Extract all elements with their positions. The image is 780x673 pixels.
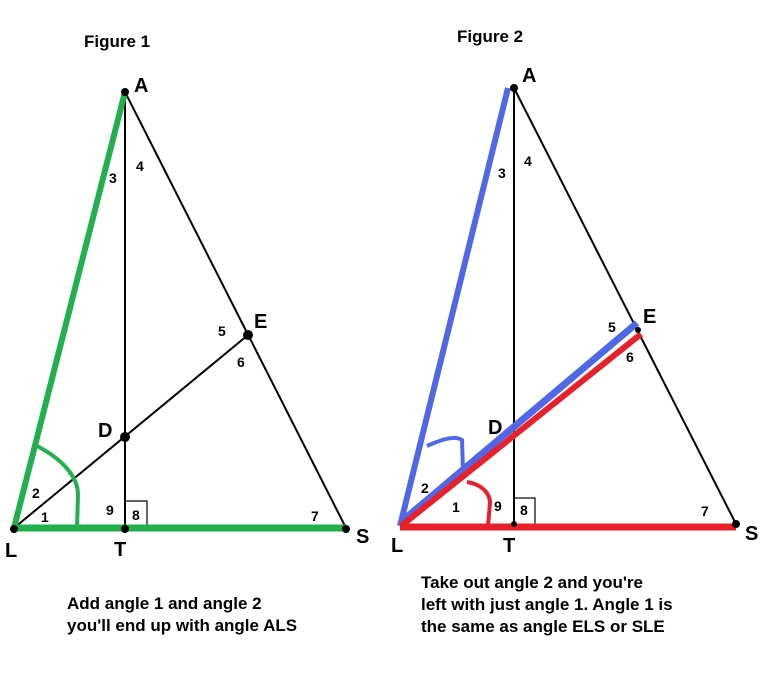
angle-4: 4 xyxy=(136,158,144,174)
angle-2: 2 xyxy=(32,485,40,501)
point-D xyxy=(120,432,130,442)
label-D: D xyxy=(488,417,502,439)
point-E xyxy=(243,330,253,340)
label-T: T xyxy=(503,535,515,557)
angle-5: 5 xyxy=(608,319,616,335)
point-A xyxy=(510,84,518,92)
angle-1: 1 xyxy=(41,509,49,525)
segment-LE-red-highlight xyxy=(399,331,643,529)
angle-6: 6 xyxy=(237,354,245,370)
label-E: E xyxy=(254,311,267,333)
angle-1: 1 xyxy=(452,499,460,515)
label-D: D xyxy=(98,420,112,442)
caption-line: the same as angle ELS or SLE xyxy=(421,617,665,636)
point-T xyxy=(121,525,129,533)
label-L: L xyxy=(5,540,17,562)
label-E: E xyxy=(643,306,656,328)
label-S: S xyxy=(745,523,758,545)
caption-line: Add angle 1 and angle 2 xyxy=(67,594,262,613)
point-L xyxy=(10,525,18,533)
angle-2: 2 xyxy=(421,480,429,496)
angle-3: 3 xyxy=(109,170,117,186)
figure-1-title: Figure 1 xyxy=(84,32,150,51)
caption-line: Take out angle 2 and you're xyxy=(421,573,643,592)
label-A: A xyxy=(134,75,148,97)
label-A: A xyxy=(522,65,536,87)
angle-9: 9 xyxy=(106,502,114,518)
segment-LE-blue-highlight xyxy=(398,320,640,525)
label-T: T xyxy=(114,539,126,561)
angle-8: 8 xyxy=(132,507,140,523)
label-S: S xyxy=(356,526,369,548)
segment-LA-highlight xyxy=(11,91,128,529)
caption-line: you'll end up with angle ALS xyxy=(67,616,298,635)
point-S xyxy=(732,520,740,528)
angle-5: 5 xyxy=(218,323,226,339)
angle-8: 8 xyxy=(520,502,528,518)
angle-ALE-arc xyxy=(426,435,465,471)
point-T xyxy=(511,521,517,527)
angle-7: 7 xyxy=(311,508,319,524)
angle-ELS-arc xyxy=(466,480,493,527)
angle-ALS-arc xyxy=(36,444,81,529)
figure-1: Figure 1 A L S T D E 1 2 3 4 5 6 7 8 9 xyxy=(5,32,369,562)
point-A xyxy=(121,88,129,96)
caption-line: left with just angle 1. Angle 1 is xyxy=(421,595,673,614)
figure-2-title: Figure 2 xyxy=(457,27,523,46)
angle-4: 4 xyxy=(524,153,532,169)
label-L: L xyxy=(391,535,403,557)
segment-AS xyxy=(513,87,737,525)
angle-7: 7 xyxy=(701,503,709,519)
point-E xyxy=(635,327,641,333)
figure-1-caption: Add angle 1 and angle 2 you'll end up wi… xyxy=(67,593,297,637)
segment-AS xyxy=(124,91,347,529)
angle-9: 9 xyxy=(494,498,502,514)
angle-3: 3 xyxy=(498,165,506,181)
figure-2: Figure 2 A L S T D E 1 2 3 4 5 6 7 8 9 xyxy=(391,27,758,557)
figure-2-caption: Take out angle 2 and you're left with ju… xyxy=(421,572,673,638)
segment-LE xyxy=(13,334,249,529)
point-S xyxy=(342,525,350,533)
angle-6: 6 xyxy=(626,349,634,365)
segment-LA-highlight xyxy=(397,87,511,527)
